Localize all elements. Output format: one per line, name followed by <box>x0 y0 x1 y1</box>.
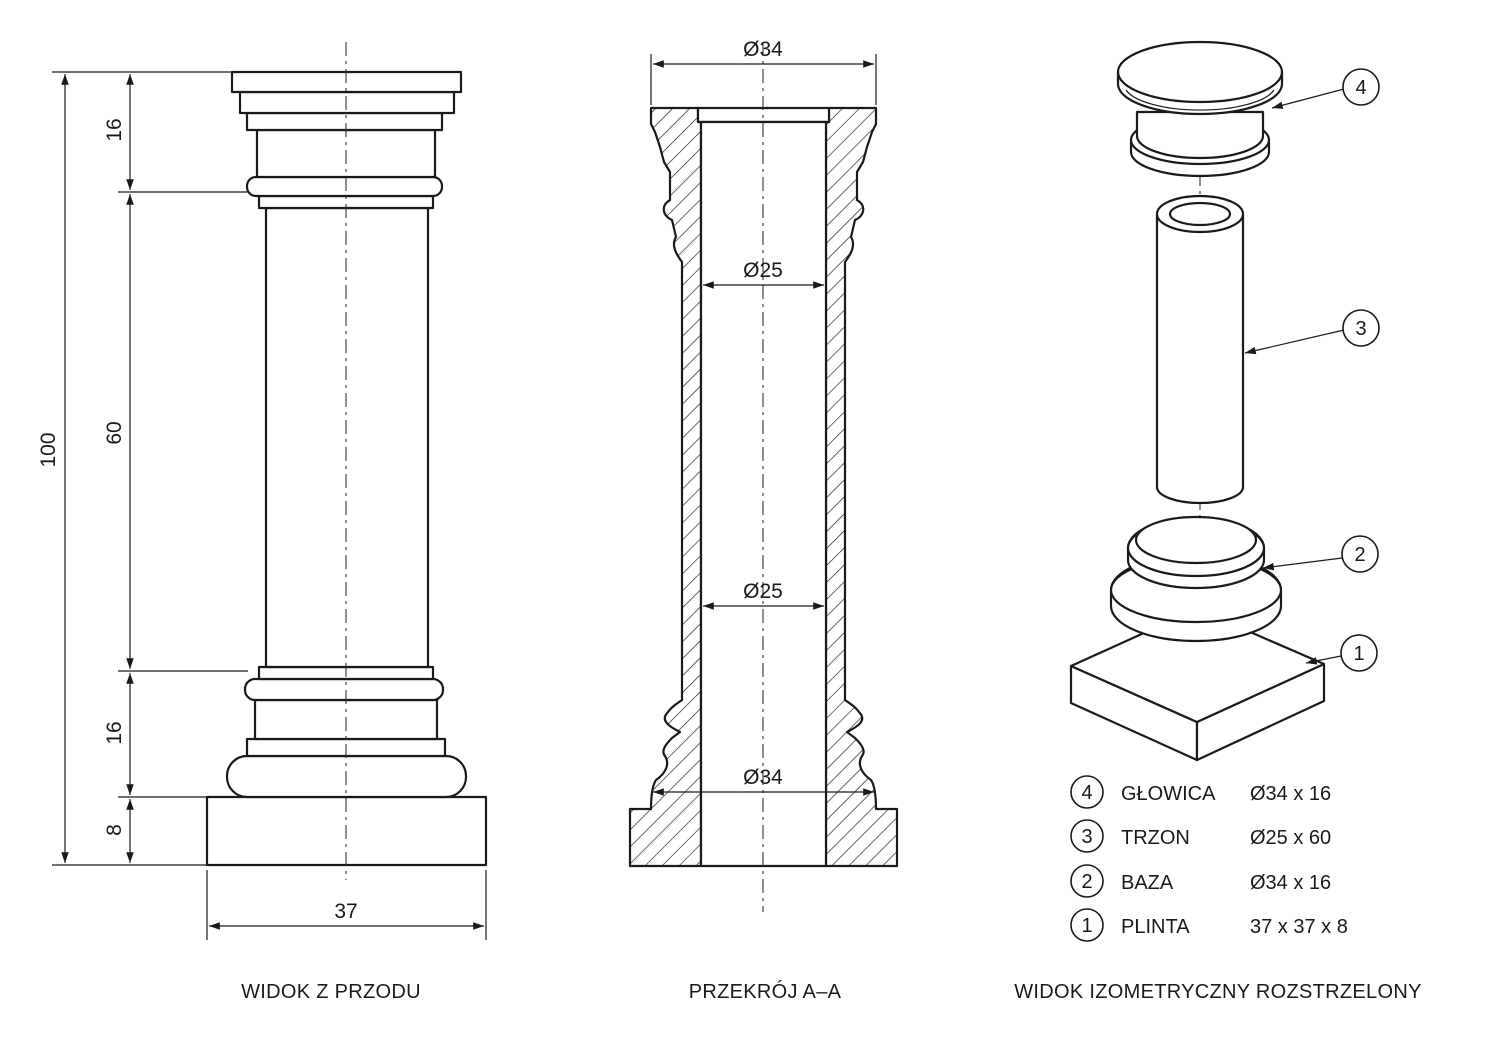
part-size: 37 x 37 x 8 <box>1250 916 1348 938</box>
callout-3: 3 <box>1342 309 1380 347</box>
parts-row: 2 BAZA Ø34 x 16 <box>1070 864 1331 898</box>
iso-shaft <box>1155 194 1245 505</box>
dim-plinth-label: 8 <box>103 824 126 836</box>
section-right-wall <box>824 106 899 868</box>
dim-capital-label: 16 <box>103 118 126 141</box>
leader-3 <box>1244 329 1345 355</box>
section-dim-inner-top: Ø25 <box>743 259 783 282</box>
leader-4 <box>1271 88 1345 109</box>
iso-plinth <box>1069 607 1326 762</box>
part-name: TRZON <box>1121 827 1190 849</box>
leader-1 <box>1305 655 1342 665</box>
part-name: BAZA <box>1121 872 1174 894</box>
part-name: GŁOWICA <box>1121 783 1216 805</box>
part-number: 2 <box>1081 871 1092 893</box>
dim-total-label: 100 <box>37 432 60 467</box>
front-view: 100 16 60 16 8 37 WIDOK Z PRZODU <box>37 42 488 1003</box>
front-cap-ring <box>245 175 444 198</box>
parts-list: 4 GŁOWICA Ø34 x 16 3 TRZON Ø25 x 60 2 BA… <box>1070 775 1348 942</box>
front-shaft <box>264 206 430 669</box>
callout-4: 4 <box>1342 68 1380 106</box>
front-cap-echinus <box>238 90 456 115</box>
section-view: Ø34 Ø25 Ø25 Ø34 PRZEKRÓJ A–A <box>628 38 899 1003</box>
svg-text:4: 4 <box>1355 77 1366 99</box>
part-name: PLINTA <box>1121 916 1190 938</box>
front-cap-fillet <box>245 111 444 132</box>
part-number: 3 <box>1081 826 1092 848</box>
part-size: Ø34 x 16 <box>1250 783 1331 805</box>
part-number: 4 <box>1081 782 1092 804</box>
dim-width-label: 37 <box>334 900 357 923</box>
iso-base <box>1109 515 1283 643</box>
front-base-ring <box>243 677 445 702</box>
callout-1: 1 <box>1340 634 1378 672</box>
iso-view-caption: WIDOK IZOMETRYCZNY ROZSTRZELONY <box>1014 981 1421 1003</box>
parts-row: 4 GŁOWICA Ø34 x 16 <box>1070 775 1331 809</box>
svg-text:2: 2 <box>1354 544 1365 566</box>
iso-view: 4 3 2 1 4 GŁOWICA Ø34 x 16 3 TRZON <box>1014 40 1421 1003</box>
part-size: Ø25 x 60 <box>1250 827 1331 849</box>
section-dim-inner-bottom: Ø25 <box>743 580 783 603</box>
svg-text:1: 1 <box>1353 643 1364 665</box>
svg-text:3: 3 <box>1355 318 1366 340</box>
section-dim-top: Ø34 <box>743 38 783 61</box>
part-size: Ø34 x 16 <box>1250 872 1331 894</box>
section-view-caption: PRZEKRÓJ A–A <box>689 980 842 1003</box>
section-dim-bottom: Ø34 <box>743 766 783 789</box>
dim-shaft-label: 60 <box>103 421 126 444</box>
dim-base-label: 16 <box>103 721 126 744</box>
parts-row: 1 PLINTA 37 x 37 x 8 <box>1070 908 1348 942</box>
parts-row: 3 TRZON Ø25 x 60 <box>1070 819 1331 853</box>
section-left-wall <box>628 106 703 868</box>
iso-capital <box>1116 40 1284 178</box>
front-view-caption: WIDOK Z PRZODU <box>241 981 421 1003</box>
leader-2 <box>1262 557 1343 571</box>
part-number: 1 <box>1081 915 1092 937</box>
callout-2: 2 <box>1341 535 1379 573</box>
